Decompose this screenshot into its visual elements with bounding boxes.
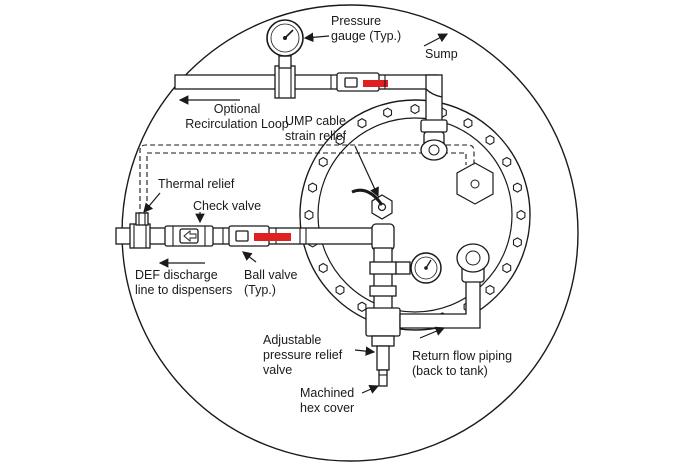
hex-bolt-icon [304, 209, 314, 221]
label-ump-strain-relief: UMP cable strain relief [285, 114, 346, 144]
ump-cable [351, 188, 384, 206]
label-return-flow: Return flow piping (back to tank) [412, 349, 512, 379]
leader-arrows [143, 32, 449, 394]
label-recirc-line2: Recirculation Loop [185, 117, 289, 131]
label-def-line1: DEF discharge [135, 268, 218, 282]
hex-bolt-icon [308, 182, 318, 193]
hex-bolt-icon [318, 156, 328, 168]
pressure-gauge-icon [266, 19, 304, 69]
label-pressure-gauge-line2: gauge (Typ.) [331, 29, 402, 43]
label-relief-line3: valve [263, 363, 293, 377]
label-return-line2: (back to tank) [412, 364, 488, 378]
label-relief-line2: pressure relief [263, 348, 343, 362]
label-def-discharge: DEF discharge line to dispensers [135, 268, 232, 298]
label-hex-line2: hex cover [300, 401, 355, 415]
label-thermal-relief: Thermal relief [158, 177, 235, 191]
recirculation-pipe [174, 65, 448, 161]
label-pressure-relief-valve: Adjustable pressure relief valve [263, 333, 342, 378]
hex-fitting-center-hole [470, 179, 480, 189]
hex-bolt-icon [512, 182, 522, 193]
hex-bolt-icon [485, 284, 495, 296]
label-pressure-gauge-line1: Pressure [331, 14, 382, 28]
label-hex-line1: Machined [300, 386, 355, 400]
ball-valve-handle-main [254, 233, 291, 241]
hex-bolt-icon [502, 156, 512, 168]
hex-bolt-icon [383, 107, 393, 118]
hex-bolt-icon [410, 103, 420, 115]
hex-bolt-icon [335, 284, 345, 296]
hex-bolt-icon [318, 262, 328, 274]
arrow-left-icon [183, 230, 197, 242]
label-pressure-gauge: Pressure gauge (Typ.) [331, 14, 401, 44]
discharge-pipe [115, 212, 395, 251]
label-recirc-line1: Optional [213, 102, 261, 116]
label-hex-cover: Machined hex cover [300, 386, 354, 416]
label-sump: Sump [425, 47, 458, 61]
hex-bolt-icon [357, 301, 367, 312]
hex-bolt-icon [485, 134, 495, 146]
hex-bolt-icon [335, 134, 345, 146]
hex-bolt-icon [516, 209, 526, 221]
hex-bolt-icon [512, 237, 522, 248]
label-ball-valve: Ball valve (Typ.) [244, 268, 298, 298]
label-check-valve: Check valve [193, 199, 262, 213]
label-recirculation-loop: Optional Recirculation Loop [171, 102, 303, 132]
ball-valve-handle-top [363, 80, 388, 87]
recirculation-loop-dashed [139, 144, 475, 225]
hex-bolt-icon [463, 118, 473, 129]
label-return-line1: Return flow piping [412, 349, 513, 363]
pressure-gauge-icon-lower [395, 252, 442, 284]
label-ump-line2: strain relief [285, 129, 347, 143]
label-relief-line1: Adjustable [263, 333, 322, 347]
return-flow-pipe [399, 243, 490, 329]
hex-bolt-icon [502, 262, 512, 274]
label-ump-line1: UMP cable [285, 114, 346, 128]
relief-riser [365, 247, 401, 387]
hex-bolt-icon [357, 118, 367, 129]
label-ball-line2: (Typ.) [244, 283, 276, 297]
label-def-line2: line to dispensers [135, 283, 233, 297]
label-ball-line1: Ball valve [244, 268, 298, 282]
